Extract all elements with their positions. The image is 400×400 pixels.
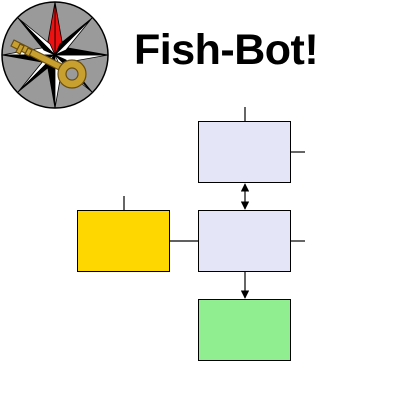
compass-rose-key-icon [1,1,109,109]
top-node-box [198,121,291,183]
left-node-box [77,210,170,272]
page-title: Fish-Bot! [134,26,319,74]
middle-node-box [198,210,291,272]
bottom-node-box [198,299,291,361]
